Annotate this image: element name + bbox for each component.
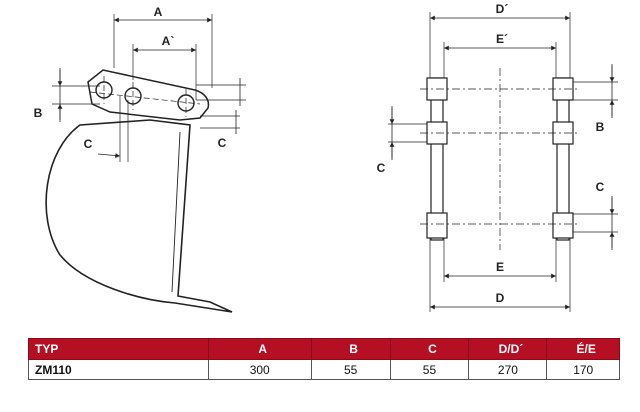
cell-b: 55 bbox=[310, 359, 391, 380]
side-view bbox=[45, 14, 246, 313]
technical-drawing: A A` B C C bbox=[34, 2, 618, 313]
label-a: A bbox=[154, 5, 163, 19]
label-b-top: B bbox=[596, 120, 605, 134]
centerlines-top bbox=[420, 68, 580, 250]
header-a: A bbox=[207, 338, 312, 360]
label-e-prime: E´ bbox=[496, 32, 508, 46]
header-c: C bbox=[389, 338, 470, 360]
label-e: E bbox=[496, 260, 504, 274]
cell-typ: ZM110 bbox=[28, 359, 209, 380]
label-a-prime: A` bbox=[162, 34, 175, 48]
header-d: D/D´ bbox=[468, 338, 548, 360]
label-c-side-left: C bbox=[84, 137, 93, 151]
spec-table: TYP A B C D/D´ É/E ZM110 300 55 55 270 1… bbox=[28, 338, 620, 380]
header-b: B bbox=[310, 338, 391, 360]
cell-e: 170 bbox=[546, 359, 620, 380]
label-d-prime: D´ bbox=[496, 2, 509, 16]
cell-a: 300 bbox=[207, 359, 312, 380]
mounting-plate bbox=[87, 69, 210, 121]
table-row: ZM110 300 55 55 270 170 bbox=[28, 359, 620, 380]
label-c-side-right: C bbox=[218, 136, 227, 150]
bucket-body bbox=[45, 119, 233, 313]
dim-c-left-line bbox=[97, 153, 121, 158]
header-typ: TYP bbox=[28, 338, 209, 360]
centerlines-side bbox=[89, 76, 201, 117]
bucket-inner-line bbox=[171, 131, 181, 293]
cell-c: 55 bbox=[389, 359, 470, 380]
label-b-side: B bbox=[34, 106, 43, 120]
label-c-top-right: C bbox=[596, 180, 605, 194]
spec-table-header: TYP A B C D/D´ É/E bbox=[28, 338, 620, 360]
label-d: D bbox=[496, 291, 505, 305]
header-e: É/E bbox=[546, 338, 620, 360]
label-c-top-left: C bbox=[377, 161, 386, 175]
cell-d: 270 bbox=[468, 359, 548, 380]
top-view bbox=[388, 12, 618, 312]
